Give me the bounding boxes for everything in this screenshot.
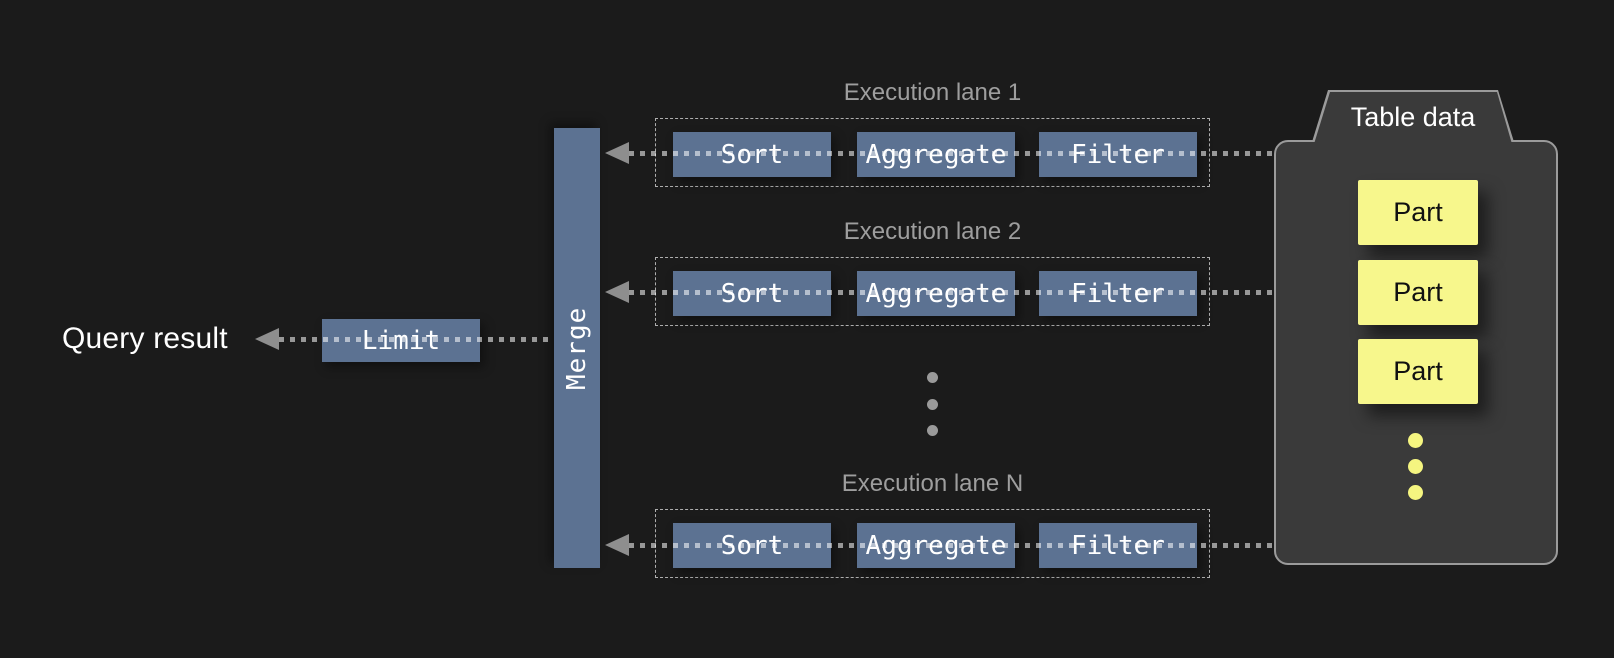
- part-box: Part: [1358, 180, 1478, 245]
- parts-ellipsis-dot: [1408, 433, 1423, 448]
- lane-ellipsis-dot: [927, 372, 938, 383]
- parts-ellipsis-dot: [1408, 485, 1423, 500]
- lane-ellipsis-dot: [927, 399, 938, 410]
- part-box: Part: [1358, 339, 1478, 404]
- lane-title: Execution lane N: [841, 470, 1024, 497]
- arrow-left-icon: [605, 142, 629, 164]
- parts-ellipsis-dot: [1408, 459, 1423, 474]
- dataflow-line: [279, 337, 554, 342]
- table-data-tab-patch: [1318, 139, 1506, 144]
- part-box: Part: [1358, 260, 1478, 325]
- table-data-panel: Part Part Part: [1274, 140, 1558, 565]
- arrow-left-icon: [255, 328, 279, 350]
- lane-ellipsis-dot: [927, 425, 938, 436]
- table-data-tab-fill: [1314, 92, 1512, 144]
- query-result-label: Query result: [62, 322, 228, 355]
- dataflow-line: [629, 290, 1274, 295]
- dataflow-line: [629, 543, 1274, 548]
- dataflow-line: [629, 151, 1274, 156]
- lane-title: Execution lane 1: [843, 79, 1022, 106]
- merge-node: Merge: [554, 128, 600, 568]
- table-data-title: Table data: [1350, 102, 1476, 132]
- lane-title: Execution lane 2: [843, 218, 1022, 245]
- arrow-left-icon: [605, 534, 629, 556]
- arrow-left-icon: [605, 281, 629, 303]
